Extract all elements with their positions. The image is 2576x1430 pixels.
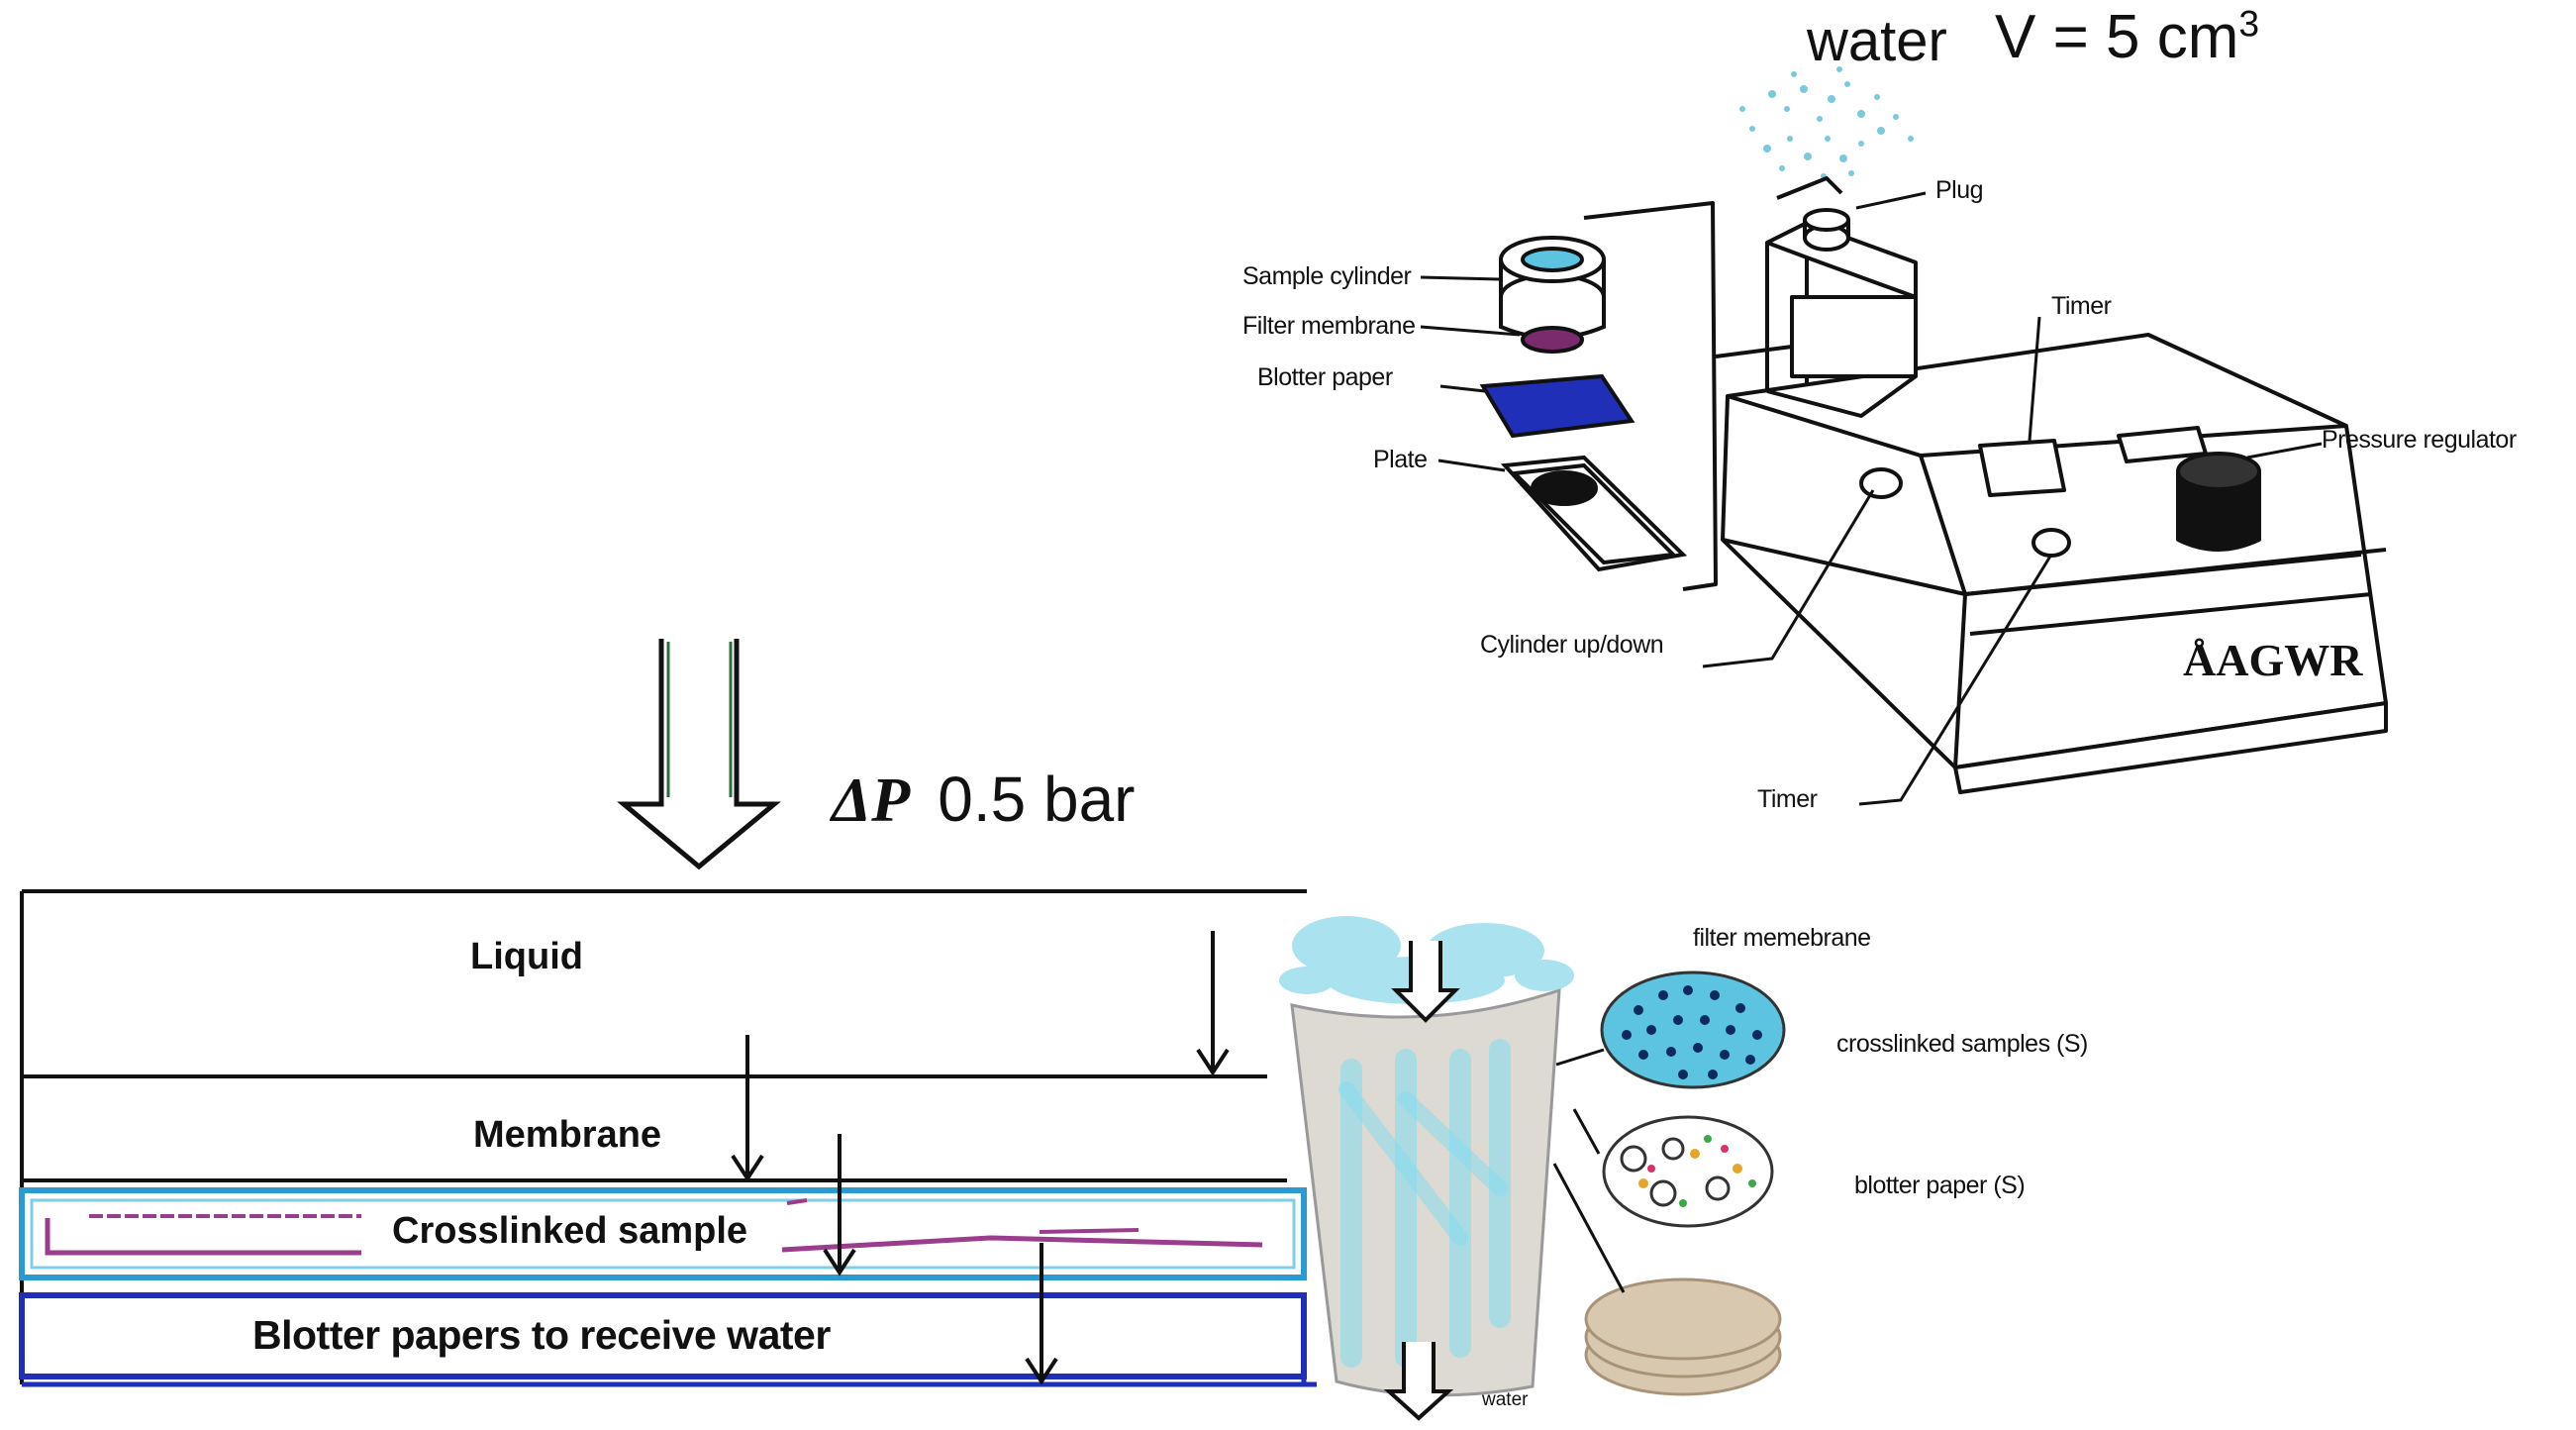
cup-label-filter-membrane: filter memebrane	[1693, 924, 1871, 952]
label-blotter-paper: Blotter paper	[1257, 363, 1393, 391]
permeability-device	[1583, 176, 2388, 794]
blotter-layer	[19, 1292, 1317, 1387]
cup-label-blotter-paper: blotter paper (S)	[1854, 1172, 2026, 1199]
blotter-stack	[1584, 1277, 1782, 1396]
volume-exponent: 3	[2238, 2, 2260, 45]
label-filter-membrane: Filter membrane	[1242, 312, 1416, 340]
volume-prefix: V = 5 cm	[1995, 3, 2239, 71]
crosslinked-sample-layer	[19, 1187, 1307, 1280]
layer-membrane-label: Membrane	[473, 1114, 662, 1156]
device-brand: ÅAGWR	[2183, 635, 2363, 685]
pressure-value: 0.5 bar	[938, 764, 1136, 835]
water-spray	[1739, 66, 1914, 179]
label-pressure-regulator: Pressure regulator	[2322, 426, 2517, 454]
label-plate: Plate	[1373, 446, 1428, 473]
pressure-arrow-accent	[666, 642, 733, 797]
cup-label-crosslinked-samples: crosslinked samples (S)	[1836, 1030, 2088, 1058]
layer-blotter-label: Blotter papers to receive water	[252, 1312, 831, 1358]
cup-arrows	[1383, 941, 1460, 1421]
pressure-arrow	[617, 639, 781, 870]
label-timer-bottom: Timer	[1757, 785, 1818, 813]
label-timer-top: Timer	[2051, 292, 2112, 320]
layer-crosslinked-sample-label: Crosslinked sample	[364, 1210, 776, 1253]
layer-liquid-label: Liquid	[470, 936, 583, 977]
label-sample-cylinder: Sample cylinder	[1242, 262, 1412, 290]
water-label: water	[1807, 9, 1947, 73]
cup-spray	[1279, 916, 1574, 1004]
label-cylinder-up-down: Cylinder up/down	[1480, 631, 1664, 659]
cup	[1290, 987, 1561, 1397]
cup-label-water: water	[1482, 1389, 1529, 1410]
flow-arrows	[731, 931, 1230, 1385]
volume-label: V = 5 cm3	[1995, 2, 2259, 72]
cup-parts	[1552, 970, 1786, 1396]
label-plug: Plug	[1935, 176, 1984, 204]
exploded-parts	[1479, 236, 1688, 572]
device-leader-lines	[1420, 191, 2323, 806]
layer-boundaries	[20, 889, 1307, 1384]
delta-p-symbol: ΔP	[832, 765, 911, 835]
pressure-label: ΔP 0.5 bar	[832, 763, 1135, 837]
